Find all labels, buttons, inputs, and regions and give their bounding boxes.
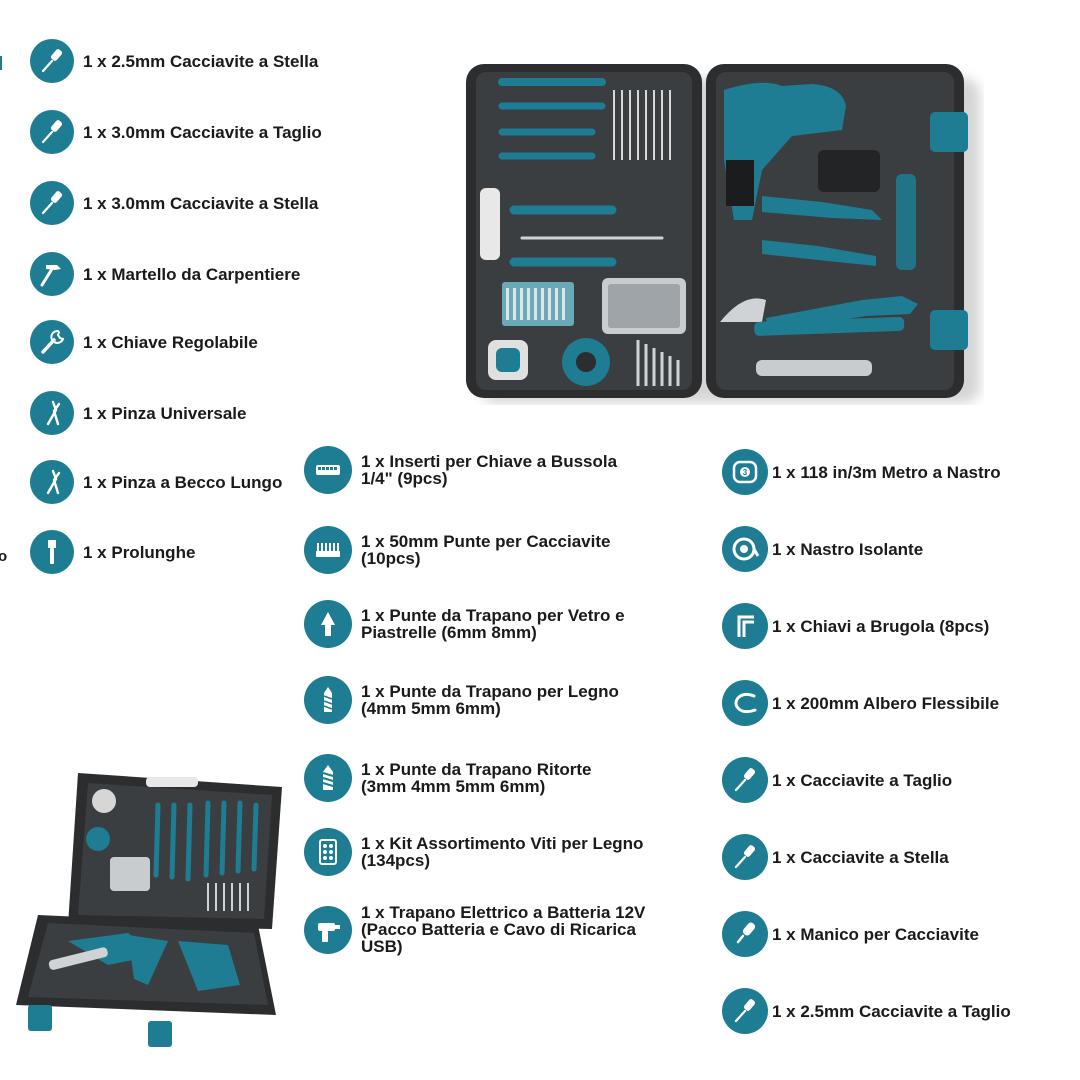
item-label: 1 x Cacciavite a Taglio (772, 770, 953, 790)
list-item: 1 x Inserti per Chiave a Bussola 1/4" (9… (304, 446, 617, 494)
item-label: 1 x 3.0mm Cacciavite a Stella (83, 193, 319, 213)
list-item: 1 x Punte da Trapano per Vetro e Piastre… (304, 600, 625, 648)
list-item: 1 x 3.0mm Cacciavite a Taglio (30, 110, 322, 154)
list-item: 1 x 118 in/3m Metro a Nastro (722, 449, 1001, 495)
item-label: 1 x Pinza a Becco Lungo (83, 472, 283, 492)
list-item: 1 x Chiavi a Brugola (8pcs) (722, 603, 989, 649)
item-label: 1 x 3.0mm Cacciavite a Taglio (83, 122, 322, 142)
screwdriver-icon (722, 757, 768, 803)
list-item: 1 x 3.0mm Cacciavite a Stella (30, 181, 318, 225)
list-item: 1 x 2.5mm Cacciavite a Stella (30, 39, 318, 83)
long-nose-pliers-icon (30, 460, 74, 504)
list-item: 1 x Cacciavite a Stella (722, 834, 949, 880)
screwdriver-icon (30, 181, 74, 225)
item-label: 1 x 2.5mm Cacciavite a Taglio (772, 1001, 1011, 1021)
list-item: 1 x Pinza Universale (30, 391, 246, 435)
list-item: 1 x 50mm Punte per Cacciavite (10pcs) (304, 526, 610, 574)
item-label: 1 x Pinza Universale (83, 403, 247, 423)
bit-set-icon (304, 526, 352, 574)
screwdriver-icon (722, 834, 768, 880)
list-item: 1 x Trapano Elettrico a Batteria 12V (Pa… (304, 904, 645, 955)
list-item: 1 x Kit Assortimento Viti per Legno (134… (304, 828, 643, 876)
list-item: 1 x Punte da Trapano per Legno (4mm 5mm … (304, 676, 619, 724)
list-item: 1 x Manico per Cacciavite (722, 911, 979, 957)
list-item: 1 x Cacciavite a Taglio (722, 757, 952, 803)
list-item: 1 x Prolunghe (30, 530, 195, 574)
item-label: 1 x 50mm Punte per Cacciavite (10pcs) (361, 532, 611, 568)
screwdriver-icon (30, 110, 74, 154)
twist-drill-bit-icon (304, 754, 352, 802)
item-label: 1 x Nastro Isolante (772, 539, 924, 559)
clipped-text-fragment: o (0, 548, 8, 565)
item-label: 1 x 2.5mm Cacciavite a Stella (83, 51, 319, 71)
socket-set-icon (304, 446, 352, 494)
list-item: 1 x Chiave Regolabile (30, 320, 258, 364)
item-label: 1 x 118 in/3m Metro a Nastro (772, 462, 1001, 482)
tape-measure-icon (722, 449, 768, 495)
flexible-shaft-icon (722, 680, 768, 726)
tool-case-open-image (466, 64, 980, 403)
screwdriver-icon (722, 988, 768, 1034)
hex-key-icon (722, 603, 768, 649)
list-item: 1 x Punte da Trapano Ritorte (3mm 4mm 5m… (304, 754, 592, 802)
item-label: 1 x Manico per Cacciavite (772, 924, 979, 944)
clipped-edge-mark (0, 56, 2, 70)
item-label: 1 x Cacciavite a Stella (772, 847, 949, 867)
item-label: 1 x Punte da Trapano Ritorte (3mm 4mm 5m… (361, 760, 592, 796)
extension-bar-icon (30, 530, 74, 574)
item-label: 1 x Chiave Regolabile (83, 332, 258, 352)
screwdriver-icon (30, 39, 74, 83)
item-label: 1 x Inserti per Chiave a Bussola 1/4" (9… (361, 452, 618, 488)
item-label: 1 x Punte da Trapano per Legno (4mm 5mm … (361, 682, 619, 718)
item-label: 1 x Chiavi a Brugola (8pcs) (772, 616, 990, 636)
screwdriver-handle-icon (722, 911, 768, 957)
item-label: 1 x Kit Assortimento Viti per Legno (134… (361, 834, 644, 870)
item-label: 1 x Prolunghe (83, 542, 196, 562)
list-item: 1 x 200mm Albero Flessibile (722, 680, 999, 726)
list-item: 1 x Nastro Isolante (722, 526, 923, 572)
tool-case-perspective-image (16, 773, 282, 1047)
item-label: 1 x 200mm Albero Flessibile (772, 693, 1000, 713)
item-label: 1 x Trapano Elettrico a Batteria 12V (Pa… (361, 903, 646, 956)
list-item: 1 x 2.5mm Cacciavite a Taglio (722, 988, 1011, 1034)
pliers-icon (30, 391, 74, 435)
wrench-icon (30, 320, 74, 364)
list-item: 1 x Martello da Carpentiere (30, 252, 300, 296)
wood-drill-bit-icon (304, 676, 352, 724)
glass-drill-bit-icon (304, 600, 352, 648)
cordless-drill-icon (304, 905, 352, 954)
item-label: 1 x Martello da Carpentiere (83, 264, 301, 284)
hammer-icon (30, 252, 74, 296)
item-label: 1 x Punte da Trapano per Vetro e Piastre… (361, 606, 625, 642)
list-item: 1 x Pinza a Becco Lungo (30, 460, 282, 504)
screw-kit-icon (304, 828, 352, 876)
insulating-tape-icon (722, 526, 768, 572)
